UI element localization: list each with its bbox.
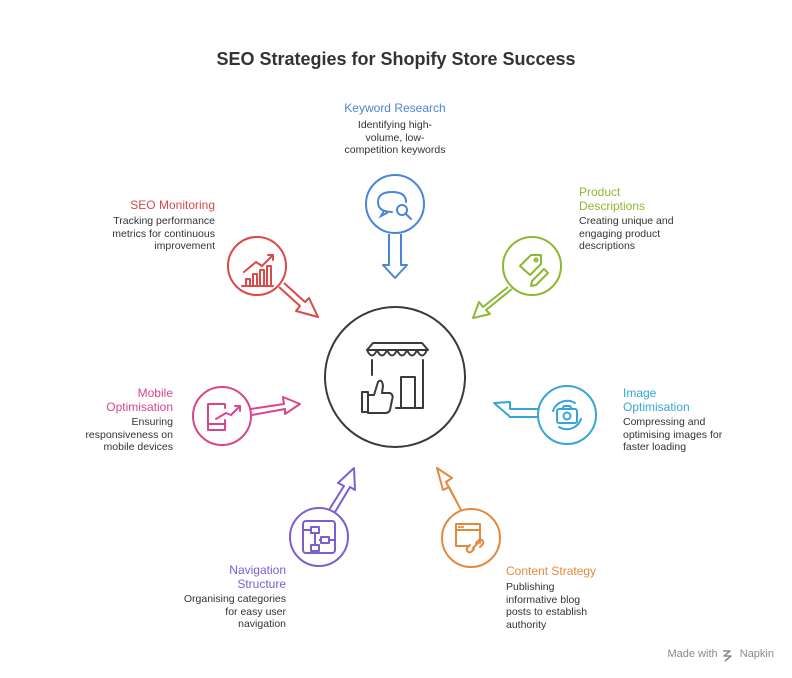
center-hub <box>324 306 466 448</box>
napkin-logo-icon <box>723 650 732 662</box>
tag-pencil-icon <box>519 254 549 287</box>
bar-chart-trend-icon <box>241 254 274 287</box>
node-seo-monitoring <box>227 236 319 318</box>
browser-link-icon <box>455 523 485 554</box>
sitemap-icon <box>302 520 336 554</box>
node-product-descriptions <box>472 236 562 319</box>
storefront-thumbs-up-icon <box>361 342 429 414</box>
page-title: SEO Strategies for Shopify Store Success <box>216 49 576 69</box>
node-image-optimisation <box>493 385 597 445</box>
product-descriptions-title: Product Descriptions <box>579 185 646 213</box>
node-mobile-optimisation <box>192 386 301 446</box>
seo-monitoring-title: SEO Monitoring <box>130 198 215 212</box>
content-strategy-desc: Publishing informative blog posts to est… <box>506 581 588 631</box>
content-strategy-title: Content Strategy <box>506 564 597 578</box>
made-with-label: Made with <box>667 648 718 660</box>
napkin-brand-label: Napkin <box>739 648 774 660</box>
image-optimisation-desc: Compressing and optimising images for fa… <box>623 416 723 453</box>
camera-refresh-icon <box>552 399 582 431</box>
seo-monitoring-desc: Tracking performance metrics for continu… <box>112 215 215 252</box>
node-navigation-structure <box>289 467 356 567</box>
navigation-structure-title: Navigation Structure <box>229 563 286 591</box>
product-descriptions-desc: Creating unique and engaging product des… <box>579 215 674 252</box>
mobile-optimisation-desc: Ensuring responsiveness on mobile device… <box>85 416 173 453</box>
node-content-strategy <box>436 467 501 568</box>
search-chat-icon <box>376 190 412 220</box>
navigation-structure-desc: Organising categories for easy user navi… <box>183 593 286 630</box>
mobile-optimisation-title: Mobile Optimisation <box>106 386 173 414</box>
node-keyword-research <box>365 174 425 279</box>
keyword-research-desc: Identifying high-volume, low-competition… <box>344 119 446 156</box>
phone-growth-icon <box>207 403 241 431</box>
image-optimisation-title: Image Optimisation <box>623 386 690 414</box>
keyword-research-title: Keyword Research <box>344 101 446 115</box>
made-with-napkin-badge: Made with Napkin <box>667 648 774 660</box>
